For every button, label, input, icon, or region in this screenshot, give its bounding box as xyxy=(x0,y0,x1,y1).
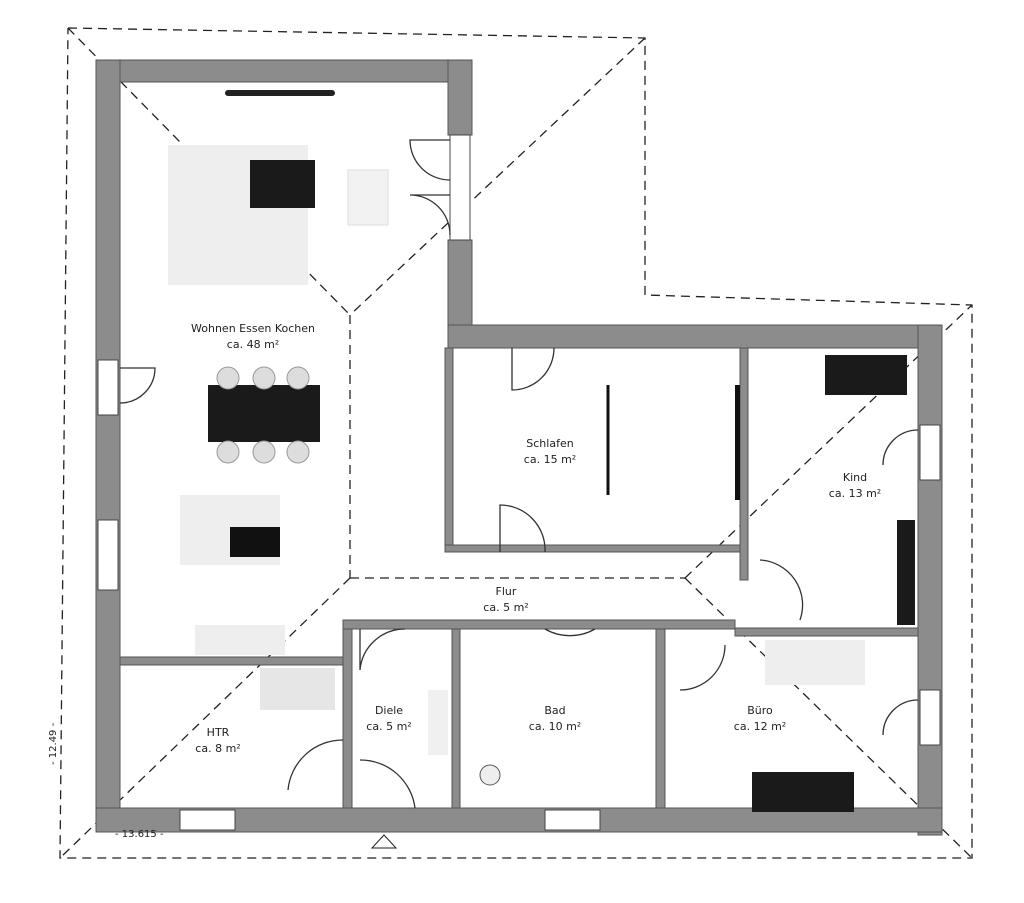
room-area: ca. 8 m² xyxy=(195,742,241,755)
furniture xyxy=(168,90,915,812)
room-name: Schlafen xyxy=(526,437,574,450)
windows xyxy=(97,134,941,831)
room-label-kind: Kind ca. 13 m² xyxy=(829,470,881,502)
walls xyxy=(95,59,943,836)
room-label-flur: Flur ca. 5 m² xyxy=(483,584,528,616)
room-name: Flur xyxy=(495,585,517,598)
room-label-buero: Büro ca. 12 m² xyxy=(734,703,786,735)
room-area: ca. 13 m² xyxy=(828,487,882,500)
room-area: ca. 48 m² xyxy=(226,338,280,351)
room-name: Büro xyxy=(747,704,773,717)
room-label-htr: HTR ca. 8 m² xyxy=(195,725,240,757)
room-name: HTR xyxy=(206,726,230,739)
room-name: Wohnen Essen Kochen xyxy=(191,322,315,335)
room-name: Diele xyxy=(374,704,404,717)
room-label-schlafen: Schlafen ca. 15 m² xyxy=(524,436,576,468)
room-area: ca. 12 m² xyxy=(733,720,787,733)
doors xyxy=(119,139,919,849)
room-name: Bad xyxy=(544,704,566,717)
room-label-bad: Bad ca. 10 m² xyxy=(529,703,581,735)
room-label-diele: Diele ca. 5 m² xyxy=(366,703,411,735)
room-area: ca. 15 m² xyxy=(523,453,577,466)
room-label-wohnen: Wohnen Essen Kochen ca. 48 m² xyxy=(191,321,315,353)
room-area: ca. 5 m² xyxy=(483,601,529,614)
dimension-depth: - 12.49 - xyxy=(48,722,59,765)
room-area: ca. 5 m² xyxy=(366,720,412,733)
room-name: Kind xyxy=(842,471,868,484)
dimension-width: - 13.615 - xyxy=(115,829,164,840)
room-area: ca. 10 m² xyxy=(528,720,582,733)
